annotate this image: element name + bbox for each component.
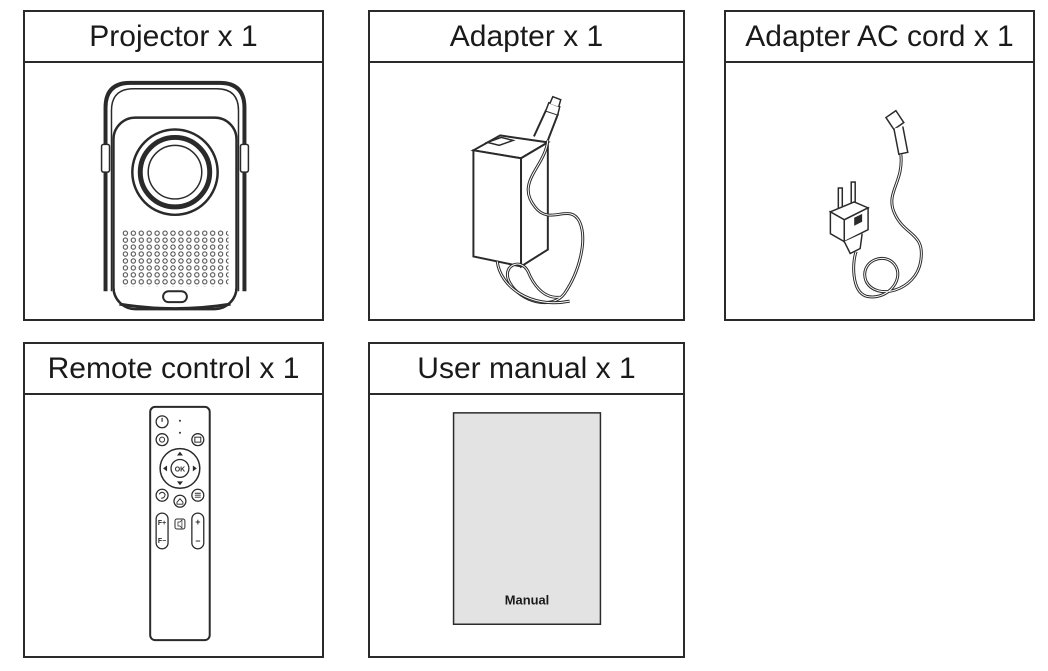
ok-label: OK: [175, 466, 185, 473]
panel-title: Adapter x 1: [370, 12, 683, 63]
svg-text:F+: F+: [158, 520, 166, 527]
manual-cover-text: Manual: [505, 592, 549, 607]
remote-control-icon: OK F+ F− + −: [149, 405, 211, 642]
panel-projector: Projector x 1: [23, 10, 324, 321]
panel-title: User manual x 1: [370, 344, 683, 395]
panel-user-manual: User manual x 1 Manual: [368, 342, 685, 658]
panel-adapter: Adapter x 1: [368, 10, 685, 321]
user-manual-icon: Manual: [452, 412, 602, 625]
svg-text:+: +: [195, 517, 200, 527]
panel-title: Remote control x 1: [25, 344, 322, 395]
power-adapter-icon: [470, 95, 585, 305]
svg-text:−: −: [195, 536, 200, 546]
projector-icon: [100, 80, 250, 311]
ac-cord-icon: [828, 109, 923, 299]
panel-ac-cord: Adapter AC cord x 1: [724, 10, 1035, 321]
svg-text:F−: F−: [158, 538, 166, 545]
panel-title: Projector x 1: [25, 12, 322, 63]
panel-remote-control: Remote control x 1 OK: [23, 342, 324, 658]
panel-title: Adapter AC cord x 1: [726, 12, 1033, 63]
